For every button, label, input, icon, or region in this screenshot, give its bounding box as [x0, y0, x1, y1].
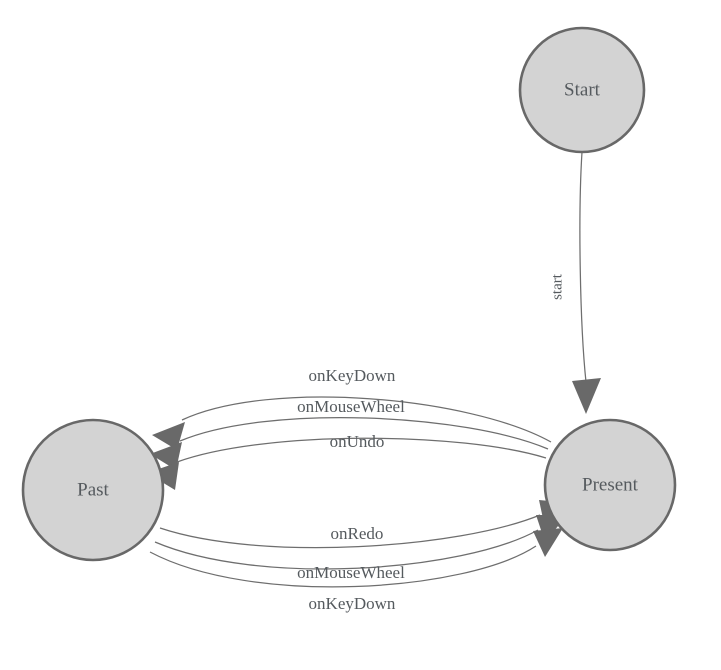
edge-path-past-present-onkeydown [149, 545, 537, 588]
edge-label-onredo: onRedo [331, 524, 384, 543]
edge-label-onkeydown-redo: onKeyDown [309, 594, 396, 613]
node-start-circle [518, 26, 646, 154]
edge-past-to-present-onkeydown[interactable] [149, 528, 563, 588]
arrowhead-present-to-past-onmousewheel [150, 442, 182, 470]
edge-start-to-present[interactable] [572, 151, 601, 414]
edge-path-past-present-onredo [159, 514, 541, 549]
node-present[interactable]: Present [543, 418, 677, 552]
arrowhead-start-to-present [572, 378, 601, 414]
node-past-label: Past [77, 479, 109, 500]
node-start-label: Start [564, 79, 601, 100]
edge-path-present-past-onmousewheel [179, 416, 549, 450]
edge-present-to-past-onundo[interactable] [147, 437, 547, 490]
arrowhead-present-to-past-onkeydown [152, 422, 185, 450]
node-past[interactable]: Past [21, 418, 165, 562]
edge-path-present-past-onundo [176, 437, 547, 463]
node-present-circle [543, 418, 677, 552]
edge-present-to-past-onkeydown[interactable] [152, 396, 552, 450]
edge-path-present-past-onkeydown [181, 396, 552, 443]
node-present-label: Present [582, 474, 639, 495]
edge-label-start: start [549, 273, 565, 300]
arrowhead-past-to-present-onkeydown [533, 528, 563, 557]
edge-label-onundo: onUndo [330, 432, 385, 451]
edge-path-past-present-onmousewheel [154, 529, 539, 570]
edge-label-onkeydown-undo: onKeyDown [309, 366, 396, 385]
edge-label-onmousewheel-redo: onMouseWheel [297, 563, 405, 582]
node-start[interactable]: Start [518, 26, 646, 154]
edge-label-onmousewheel-undo: onMouseWheel [297, 397, 405, 416]
node-past-circle [21, 418, 165, 562]
edge-path-start [579, 151, 587, 383]
edge-present-to-past-onmousewheel[interactable] [150, 416, 549, 470]
arrowhead-present-to-past-onundo [147, 462, 179, 490]
